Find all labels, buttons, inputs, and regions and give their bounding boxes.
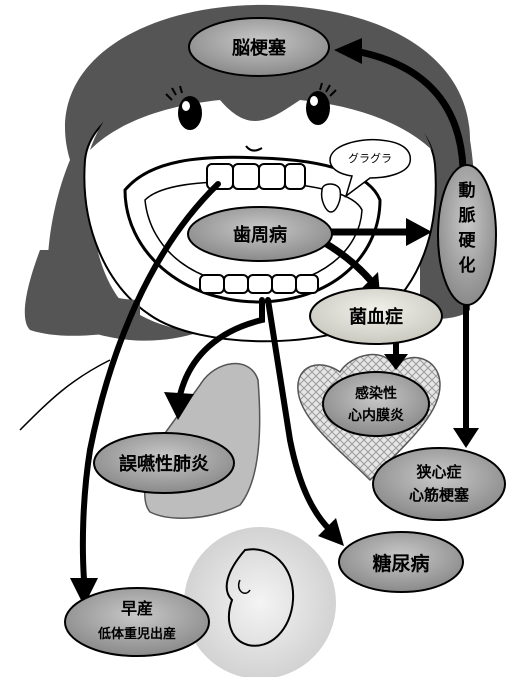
node-arteriosclerosis-char-2: 脈 [459,205,476,226]
fetus-icon [225,548,295,647]
node-brain-infarction-label: 脳梗塞 [232,37,287,59]
arrow-to-premature [79,181,221,583]
arrow-to-diabetes [265,297,333,533]
right-eye [306,91,330,125]
node-endocarditis-line-1: 感染性 [355,385,397,402]
hair-left-tail [24,250,140,336]
node-arteriosclerosis-char-1: 動 [459,180,476,201]
womb-circle [184,527,336,677]
node-arteriosclerosis-char-3: 硬 [459,231,477,251]
node-periodontal-label: 歯周病 [233,224,287,246]
arrow-to-bacteremia [321,239,376,286]
arrow-to-brain [356,48,467,172]
nose [245,145,263,152]
arrows [70,38,479,606]
left-eye [178,96,202,130]
node-diabetes: 糖尿病 [338,531,464,593]
node-endocarditis-line-2: 心内膜炎 [348,407,404,424]
left-eyelashes [165,85,183,101]
node-periodontal: 歯周病 [187,206,333,262]
node-endocarditis: 感染性 心内膜炎 [322,371,430,437]
node-bacteremia: 菌血症 [309,287,443,345]
arrow-to-pneumonia [177,297,265,398]
node-brain-infarction: 脳梗塞 [188,17,330,77]
node-angina-line-2: 心筋梗塞 [409,486,470,504]
lower-teeth [199,274,319,294]
fetus-detail [238,579,251,594]
node-bacteremia-label: 菌血症 [349,306,403,328]
body-outline [19,359,111,431]
node-diabetes-label: 糖尿病 [372,552,429,575]
node-arteriosclerosis: 動 脈 硬 化 [437,164,497,306]
node-arteriosclerosis-char-4: 化 [459,255,476,276]
node-premature: 早産 低体重児出産 [64,587,210,657]
speech-bubble-text: グラグラ [348,151,392,165]
node-angina: 狭心症 心筋梗塞 [372,447,506,521]
node-premature-line-2: 低体重児出産 [97,626,176,642]
right-eye-highlight [310,96,318,106]
node-premature-line-1: 早産 [121,599,153,618]
upper-teeth [206,163,306,190]
bangs [90,55,432,150]
node-pneumonia-label: 誤嚥性肺炎 [119,453,209,475]
speech-bubble: グラグラ [329,138,412,198]
node-pneumonia: 誤嚥性肺炎 [93,432,235,494]
left-eye-highlight [182,101,190,111]
node-angina-line-1: 狭心症 [415,463,461,481]
right-eyelashes [319,82,337,97]
loose-tooth-icon [320,183,342,213]
